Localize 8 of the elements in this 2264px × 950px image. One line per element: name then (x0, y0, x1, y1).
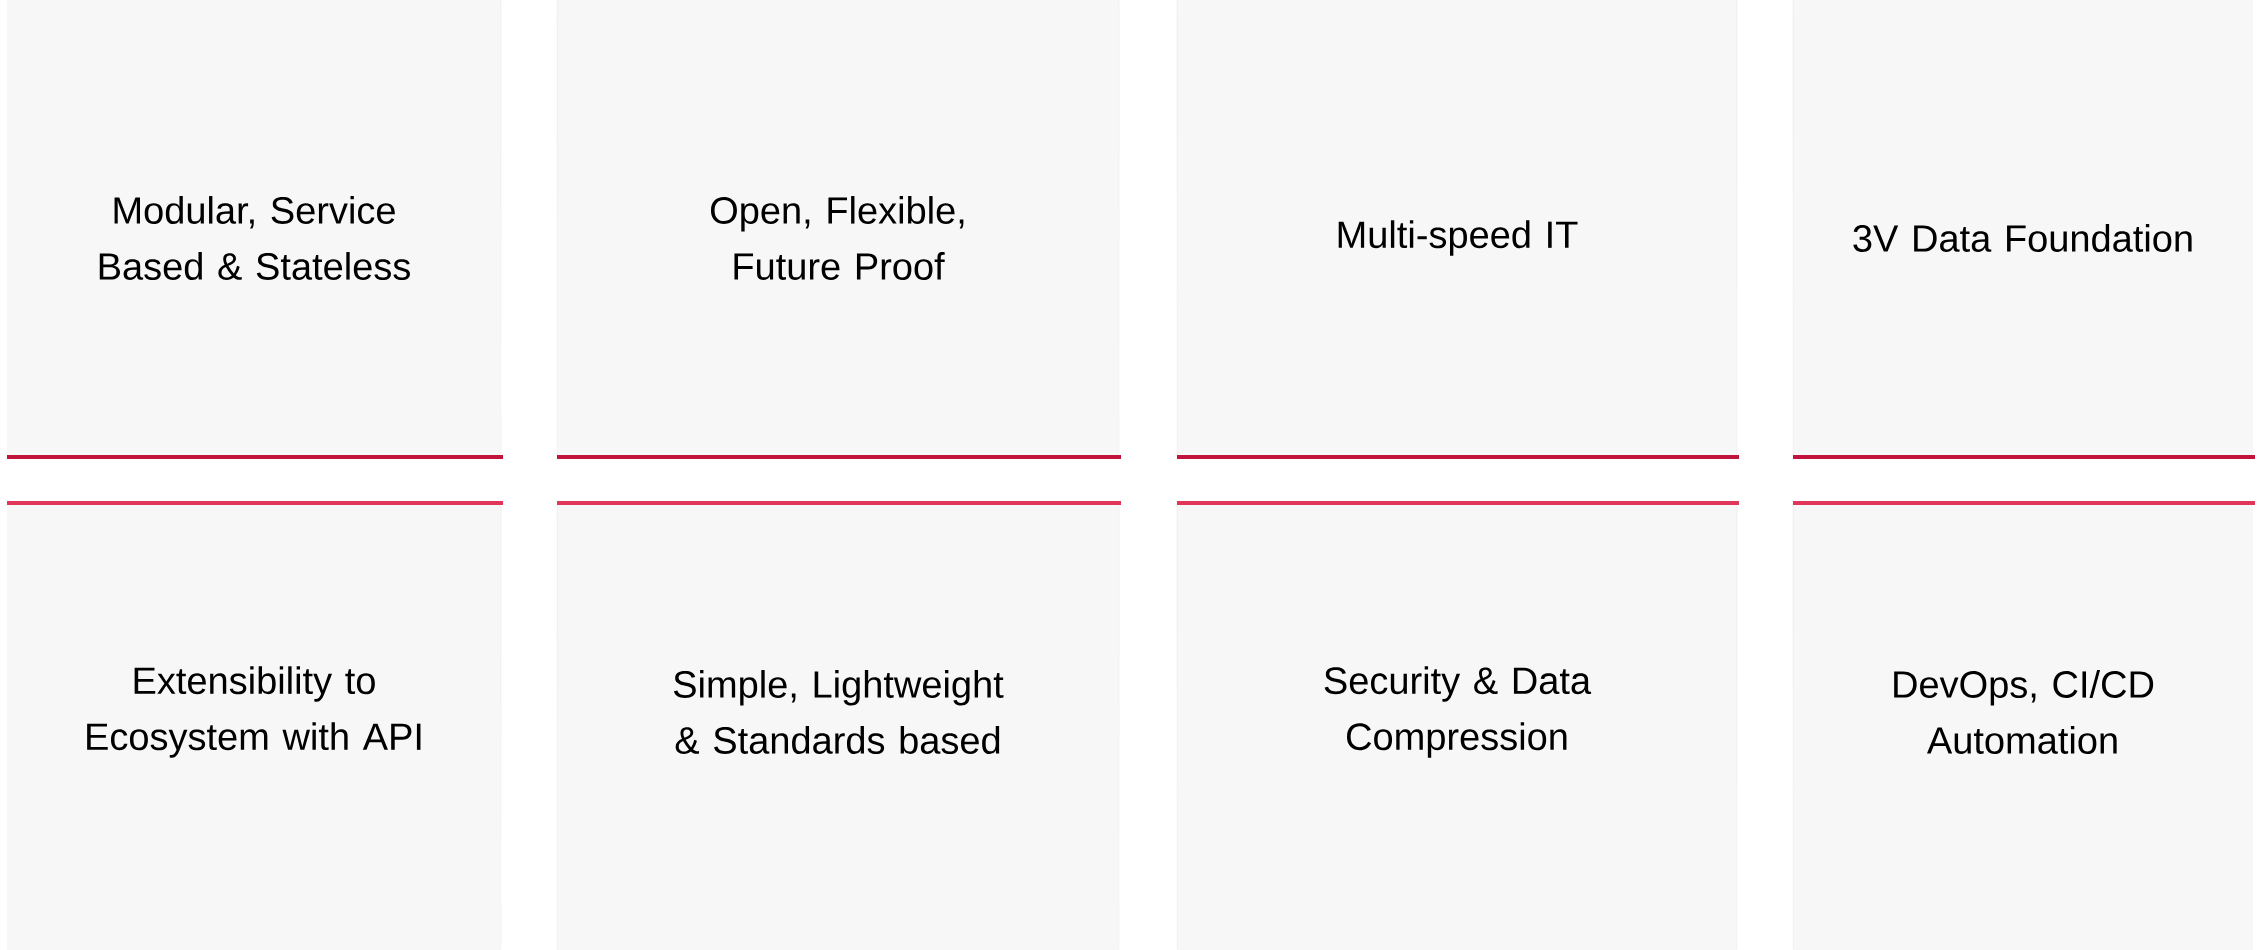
tile: DevOps, CI/CD Automation (1792, 501, 2255, 950)
tile: Open, Flexible, Future Proof (556, 0, 1121, 459)
tile: Extensibility to Ecosystem with API (7, 501, 503, 950)
tile: Modular, Service Based & Stateless (7, 0, 503, 459)
tile: Simple, Lightweight & Standards based (556, 501, 1121, 950)
tile: Multi-speed IT (1176, 0, 1739, 459)
tile: Security & Data Compression (1176, 501, 1739, 950)
tile: 3V Data Foundation (1792, 0, 2255, 459)
